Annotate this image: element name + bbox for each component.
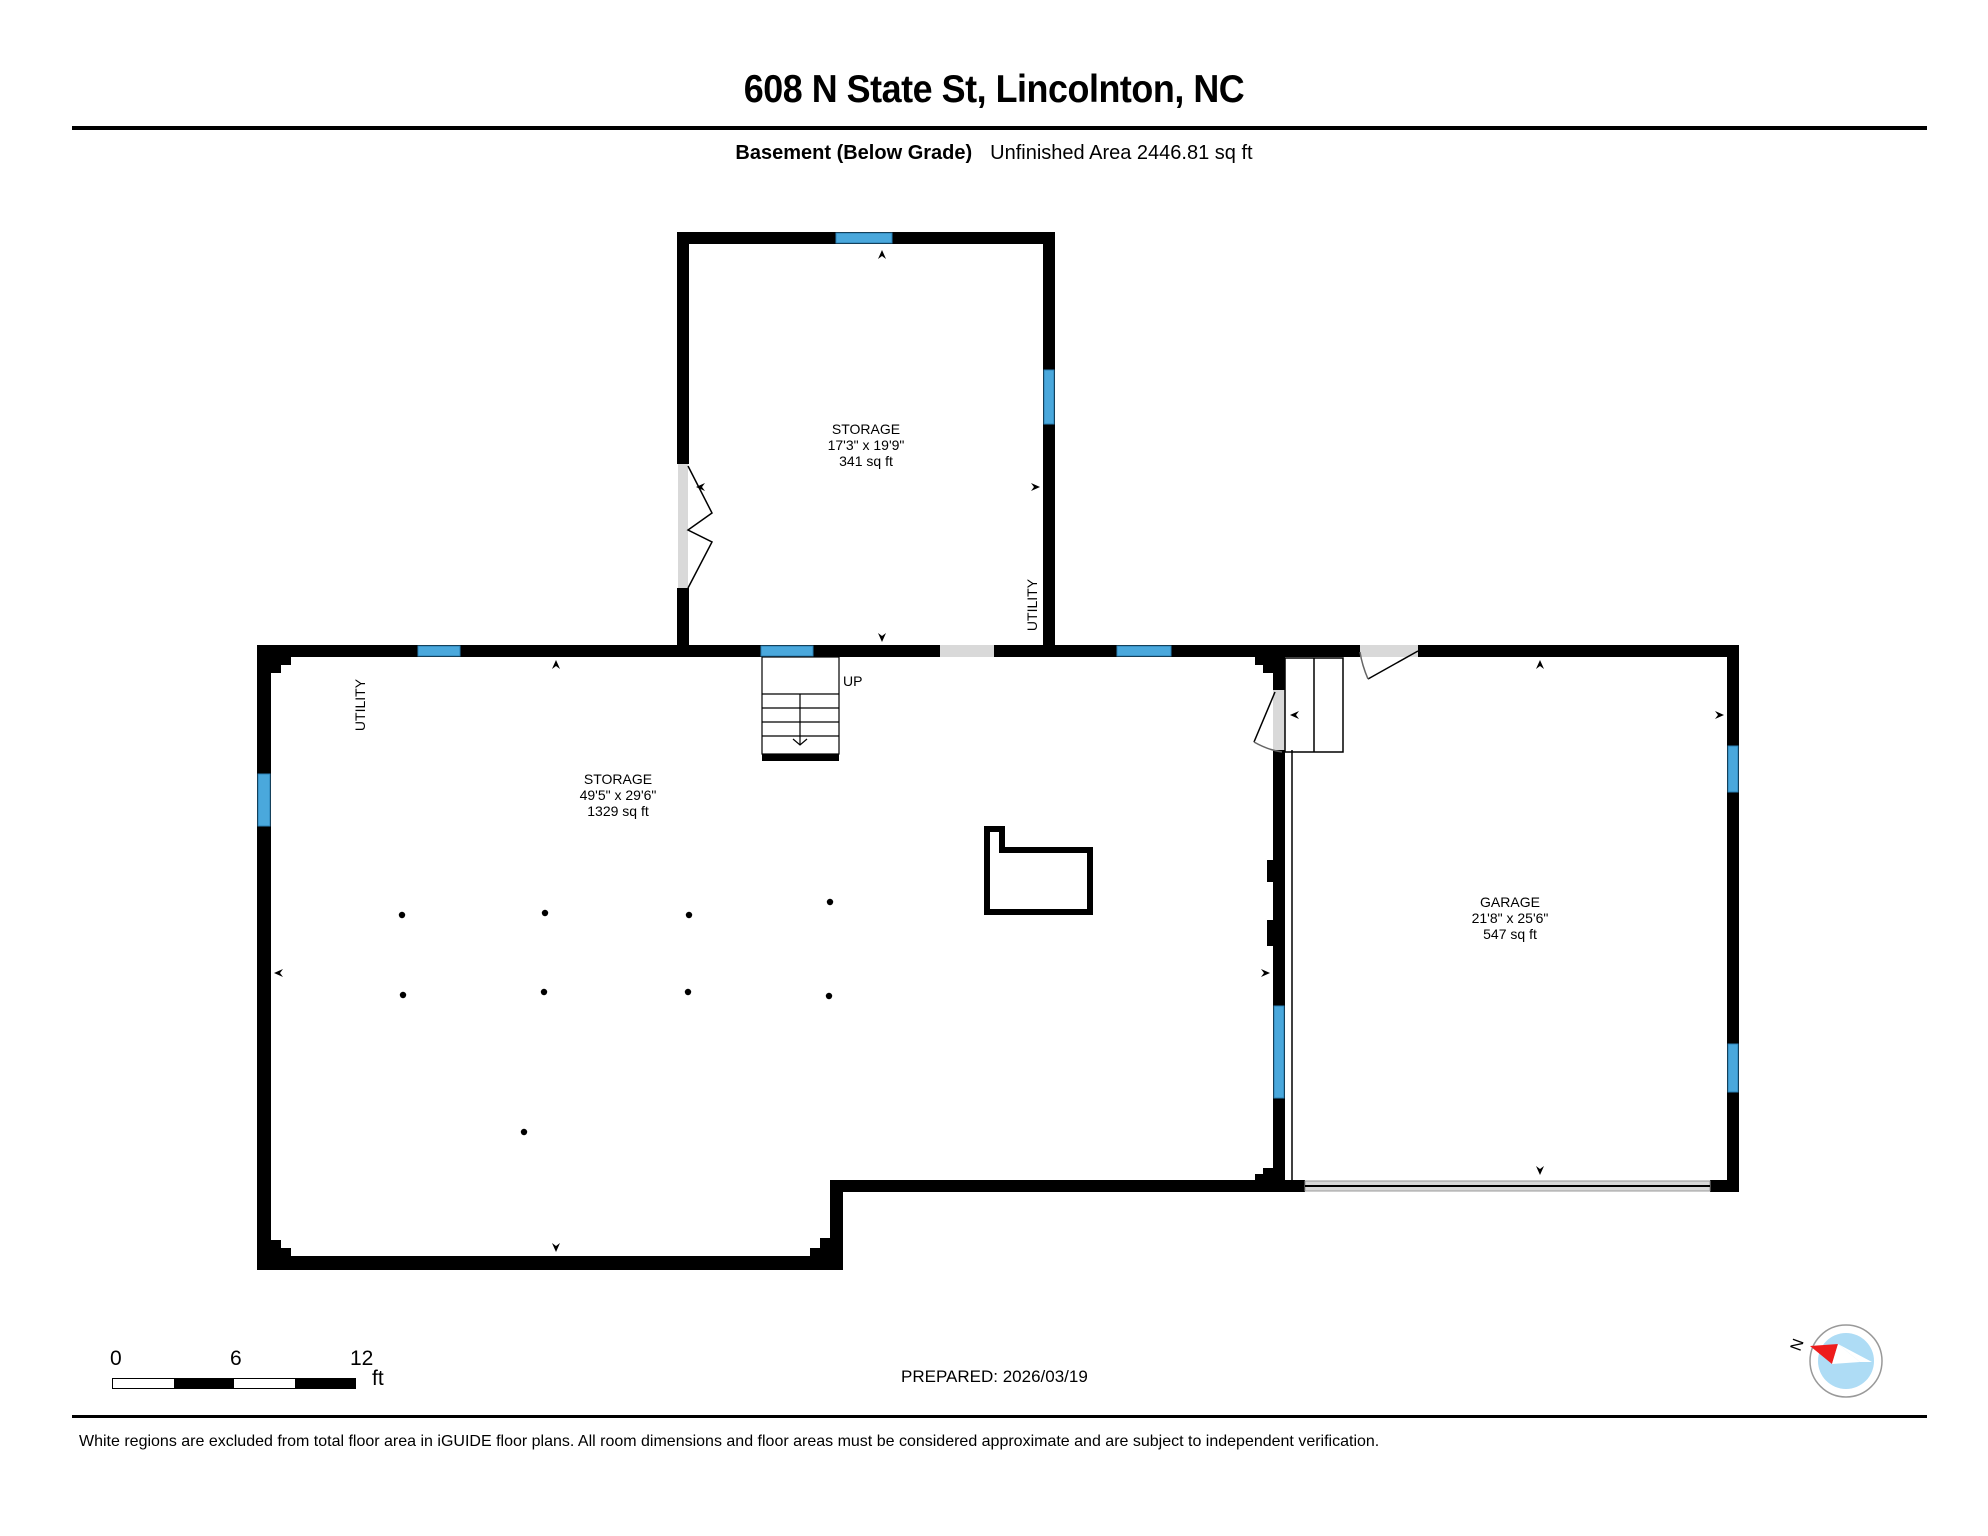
- utility-label-upper: UTILITY: [1024, 578, 1040, 631]
- svg-text:547 sq ft: 547 sq ft: [1483, 926, 1537, 942]
- svg-text:STORAGE: STORAGE: [832, 421, 900, 437]
- chimney: [984, 826, 1093, 915]
- svg-text:17'3" x 19'9": 17'3" x 19'9": [828, 437, 905, 453]
- header-divider: [72, 126, 1927, 130]
- svg-text:1329 sq ft: 1329 sq ft: [587, 803, 649, 819]
- windows: [257, 232, 1739, 1099]
- svg-text:341 sq ft: 341 sq ft: [839, 453, 893, 469]
- svg-text:21'8" x 25'6": 21'8" x 25'6": [1472, 910, 1549, 926]
- floor-name: Basement (Below Grade): [735, 142, 973, 164]
- walls: [257, 232, 1739, 1270]
- scale-tick-6: 6: [230, 1347, 242, 1370]
- page-title: 608 N State St, Lincolnton, NC: [743, 68, 1245, 111]
- prepared-date: PREPARED: 2026/03/19: [901, 1367, 1088, 1386]
- main-stairs: [761, 656, 840, 755]
- svg-text:STORAGE: STORAGE: [584, 771, 652, 787]
- svg-text:GARAGE: GARAGE: [1480, 894, 1540, 910]
- disclaimer: White regions are excluded from total fl…: [79, 1433, 1380, 1450]
- room-label-storage-main: STORAGE 49'5" x 29'6" 1329 sq ft: [580, 771, 657, 819]
- svg-text:N: N: [1788, 1337, 1808, 1354]
- support-posts: [398, 898, 834, 1136]
- room-label-storage-upper: STORAGE 17'3" x 19'9" 341 sq ft: [828, 421, 905, 469]
- utility-label-main: UTILITY: [352, 678, 368, 731]
- svg-text:49'5" x 29'6": 49'5" x 29'6": [580, 787, 657, 803]
- scale-unit: ft: [372, 1367, 384, 1390]
- scale-tick-0: 0: [110, 1347, 122, 1370]
- compass-icon: N: [1788, 1324, 1883, 1398]
- dimension-arrows: [274, 250, 1724, 1252]
- floor-summary: Basement (Below Grade) Unfinished Area 24…: [0, 142, 1988, 165]
- area-summary: Unfinished Area 2446.81 sq ft: [990, 142, 1253, 164]
- stairs-up-label: UP: [843, 673, 862, 689]
- garage-stairs: [1284, 657, 1344, 753]
- room-label-garage: GARAGE 21'8" x 25'6" 547 sq ft: [1472, 894, 1549, 942]
- garage-door: [1304, 1180, 1711, 1192]
- scale-tick-12: 12: [350, 1347, 374, 1370]
- door-swings: [686, 465, 1419, 753]
- footer-divider: [72, 1415, 1927, 1418]
